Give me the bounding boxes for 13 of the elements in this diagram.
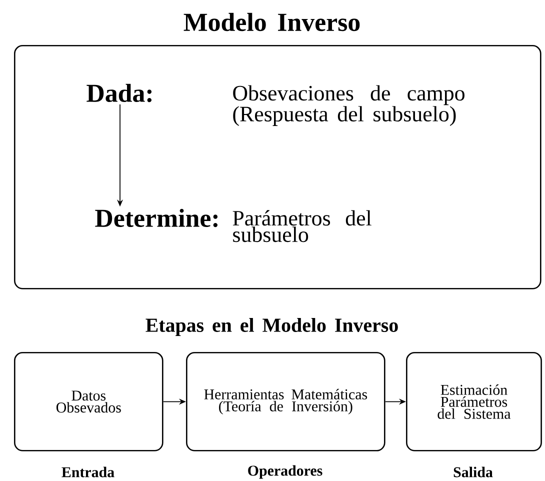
description: Obsevaciones de campo (Respuesta del subsuelo) [233,85,464,126]
frame-box [14,45,542,290]
title: Modelo Inverso [184,12,360,32]
stage-label: Entrada [62,466,114,478]
process-box: Herramientas Matemáticas (Teoría de Inversión) [186,352,386,452]
heading: Etapas en el Modelo Inverso [146,318,398,336]
stage-label: Salida [454,466,493,478]
process-box: Estimación Parámetros del Sistema [406,352,542,452]
process-box: Datos Obsevados [14,352,164,452]
heading-text: Determine: [95,208,218,228]
heading-text: Dada: [86,84,152,102]
description: Parámetros del subsuelo [232,210,372,242]
stage-label: Operadores [248,465,322,479]
